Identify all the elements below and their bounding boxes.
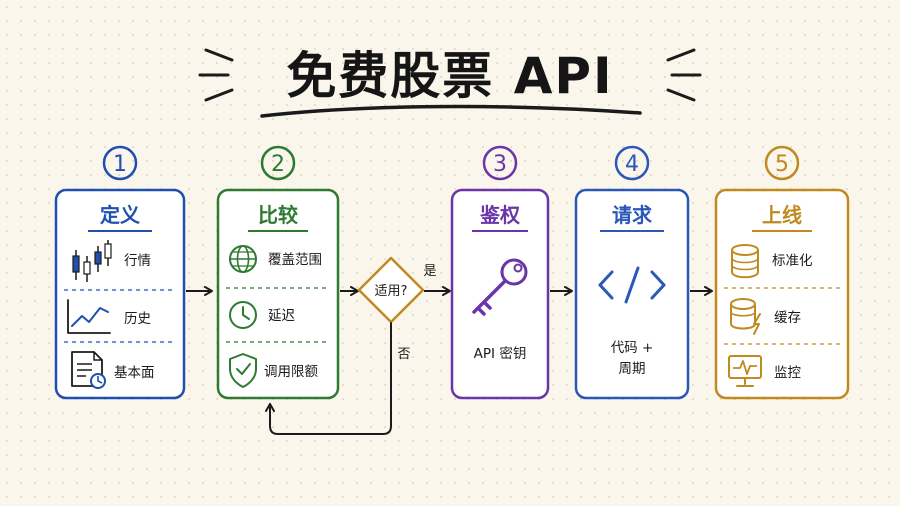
title-strokes-right [666,48,702,102]
item-label: 延迟 [268,308,295,324]
decision-question: 适用? [375,284,408,299]
line-chart-icon [67,299,111,334]
title-underline [260,104,642,118]
code-brackets-icon [598,266,666,304]
shield-check-icon [229,353,257,388]
item-label-line-1: 代码 + [611,340,654,356]
step-2: 2 比较 覆盖范围 延迟 调用限额 [216,145,340,400]
item-label: 覆盖范围 [268,252,322,268]
step-number-badge [764,145,800,181]
item-label-line-2: 周期 [619,361,646,377]
item-label: 缓存 [774,310,801,326]
step-card [54,188,186,400]
decision-yes-label: 是 [423,264,436,279]
item-label: 基本面 [114,364,155,381]
step-card [450,188,550,400]
step-number: 5 [775,152,789,177]
step-number-badge [102,145,138,181]
item-label: API 密钥 [474,345,527,362]
candlestick-chart-icon [72,240,112,282]
step-number-badge [482,145,518,181]
globe-icon [229,245,257,273]
decision-no-label: 否 [397,347,410,362]
item-label: 调用限额 [264,364,318,380]
step-1: 1 定义 行情 历史 基 [54,145,186,400]
decision-node: 适用? 是 否 [357,256,437,362]
step-5: 5 上线 标准化 缓存 监控 [714,145,850,400]
step-3: 3 鉴权 API 密钥 [450,145,550,400]
step-number: 1 [113,152,127,177]
item-label: 监控 [774,365,802,381]
step-number: 3 [493,152,507,177]
item-label: 行情 [124,253,151,269]
step-heading: 请求 [612,203,653,227]
step-number-badge [614,145,650,181]
step-heading: 定义 [100,203,140,227]
step-card [714,188,850,400]
database-icon [731,244,759,279]
database-lightning-icon [730,298,761,335]
item-label: 历史 [124,311,151,327]
step-4: 4 请求 代码 + 周期 [574,145,690,400]
step-heading: 鉴权 [479,203,521,227]
title-strokes-left [198,48,234,102]
step-card [574,188,690,400]
key-icon [472,258,528,316]
page-title: 免费股票 API [286,47,613,105]
step-number: 4 [625,152,639,177]
step-heading: 比较 [258,203,298,227]
step-card [216,188,340,400]
document-report-icon [71,351,106,389]
monitor-pulse-icon [728,355,762,387]
step-number: 2 [271,152,285,177]
step-number-badge [260,145,296,181]
step-heading: 上线 [762,203,802,227]
item-label: 标准化 [772,253,813,269]
clock-icon [229,301,257,329]
no-loop-arrow [265,322,392,435]
